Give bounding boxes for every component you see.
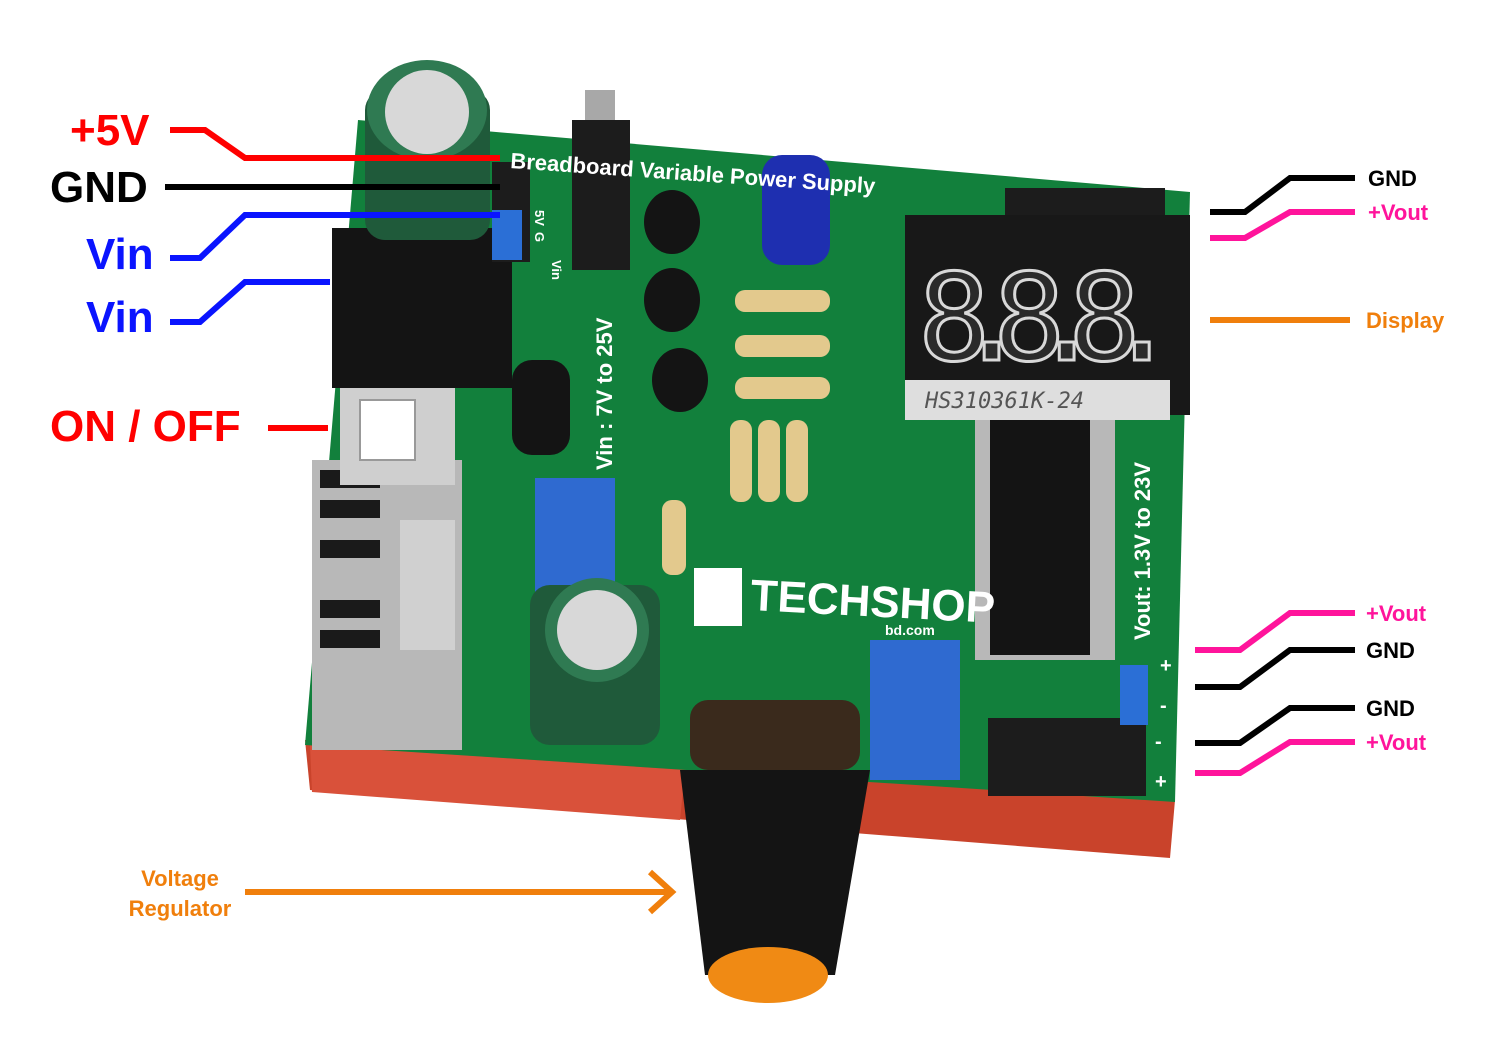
label-voltage-regulator: Voltage Regulator — [118, 864, 242, 924]
minus-sign-1: - — [1160, 695, 1167, 717]
header-5v: 5V — [532, 210, 547, 226]
label-display: Display — [1366, 308, 1445, 333]
transistors — [644, 190, 708, 412]
label-onoff: ON / OFF — [50, 402, 241, 451]
line-5v — [170, 127, 500, 161]
regulator-ic — [572, 90, 630, 270]
line-vin2 — [170, 279, 330, 325]
plus-sign-1: + — [1160, 655, 1172, 677]
label-gnd-top-right: GND — [1368, 166, 1417, 191]
minus-sign-2: - — [1155, 731, 1162, 753]
arrow-regulator — [647, 869, 677, 915]
capacitor-top — [365, 60, 490, 240]
trimmer-pot-right — [870, 640, 960, 780]
line-vout-top-right — [1210, 209, 1355, 241]
jumper-right — [1120, 665, 1148, 725]
display-part-number: HS310361K-24 — [924, 389, 1084, 414]
label-gnd-left: GND — [50, 163, 148, 212]
vout-range: Vout: 1.3V to 23V — [1130, 462, 1155, 640]
trimmer-pot — [535, 478, 615, 593]
label-plus5v: +5V — [70, 106, 150, 155]
label-voltage-regulator-line1: Voltage — [141, 866, 219, 891]
voltage-knob — [680, 700, 870, 1003]
label-gnd-bottom-1: GND — [1366, 638, 1415, 663]
display-digits: 8.8.8. — [918, 250, 1178, 389]
line-gnd-br2 — [1195, 705, 1355, 746]
pin-header-bottom-right — [988, 718, 1146, 796]
label-voltage-regulator-line2: Regulator — [128, 896, 232, 921]
vin-range: Vin : 7V to 25V — [592, 317, 617, 470]
label-vout-bottom-2: +Vout — [1366, 730, 1427, 755]
header-vin: Vin — [549, 260, 564, 280]
resistors — [662, 290, 830, 575]
plus-sign-2: + — [1155, 771, 1167, 793]
jumper-left — [492, 210, 522, 260]
ic-chip — [975, 420, 1115, 660]
label-vout-top-right: +Vout — [1368, 200, 1429, 225]
line-vout-br1 — [1195, 610, 1355, 653]
power-switch — [340, 385, 455, 485]
heatsink — [312, 460, 462, 750]
label-vin-1: Vin — [86, 230, 154, 279]
dc-jack — [332, 228, 512, 388]
capacitor-bottom — [530, 578, 660, 745]
label-vout-bottom-1: +Vout — [1366, 601, 1427, 626]
line-vin1 — [170, 212, 500, 261]
black-capacitor — [512, 360, 570, 455]
label-gnd-bottom-2: GND — [1366, 696, 1415, 721]
small-capacitor — [762, 155, 830, 265]
brand-icon — [694, 568, 742, 626]
line-gnd-top-right — [1210, 175, 1355, 215]
line-vout-br2 — [1195, 739, 1355, 776]
header-g: G — [532, 232, 547, 242]
seven-segment-display: HS310361K-24 8.8.8. — [905, 215, 1190, 420]
line-gnd-br1 — [1195, 647, 1355, 690]
label-vin-2: Vin — [86, 293, 154, 342]
brand-sub: bd.com — [885, 622, 935, 638]
